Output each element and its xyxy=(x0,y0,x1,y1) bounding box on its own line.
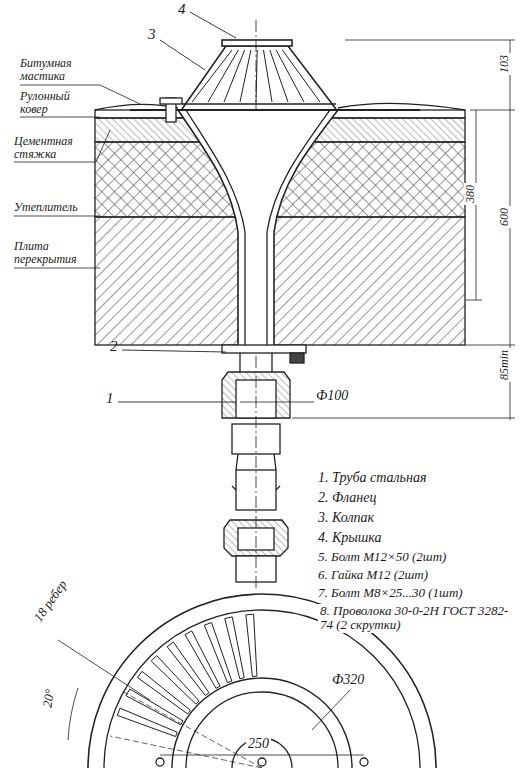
layer-label: Рулонный ковер xyxy=(20,90,100,116)
funnel-rib xyxy=(185,631,220,688)
dimension: 380 xyxy=(464,183,477,205)
funnel-rib xyxy=(126,689,183,725)
dimension: 85min xyxy=(498,348,511,382)
cap-rib xyxy=(276,50,304,102)
rib-count-label: 18 ребер xyxy=(30,576,71,626)
dimension: 600 xyxy=(498,206,511,228)
dimension: 250 xyxy=(246,736,271,751)
funnel-rib xyxy=(246,614,257,676)
angle-dimension: 20° xyxy=(40,686,58,710)
parts-list-item: 2. Фланец xyxy=(318,490,376,505)
cap-rib xyxy=(270,50,288,102)
callout-number: 2 xyxy=(110,338,118,355)
funnel-rib xyxy=(151,656,199,704)
dimension: Ф320 xyxy=(330,672,366,687)
layer-label: Плита перекрытия xyxy=(14,240,100,266)
cap-rib xyxy=(240,50,251,102)
cap-rib xyxy=(208,50,238,102)
layer-label: Битумная мастика xyxy=(20,57,100,83)
callout-number: 3 xyxy=(148,26,156,43)
cap-rib xyxy=(264,50,273,102)
layer-label: Цементная стяжка xyxy=(14,135,96,161)
callout-number: 1 xyxy=(106,390,114,407)
dimension: Ф100 xyxy=(316,388,348,403)
cap-rib xyxy=(282,50,320,102)
parts-list-item: 7. Болт М8×25...30 (1шт) xyxy=(318,586,522,600)
funnel-rib xyxy=(137,671,190,714)
funnel-rib xyxy=(167,642,209,695)
layer-label: Утеплитель xyxy=(14,201,78,214)
parts-list-item: 8. Проволока 30-0-2Н ГОСТ 3282-74 (2 скр… xyxy=(318,604,522,633)
parts-list-item: 3. Колпак xyxy=(318,510,374,525)
parts-list-item: 6. Гайка М12 (2шт) xyxy=(318,568,428,582)
parts-list-item: 4. Крышка xyxy=(318,530,382,545)
dimension: 103 xyxy=(498,53,511,75)
parts-list-item: 1. Труба стальная xyxy=(318,470,426,485)
funnel-rib xyxy=(225,617,244,679)
parts-list-item: 5. Болт М12×50 (2шт) xyxy=(318,550,446,564)
callout-number: 4 xyxy=(178,1,186,18)
